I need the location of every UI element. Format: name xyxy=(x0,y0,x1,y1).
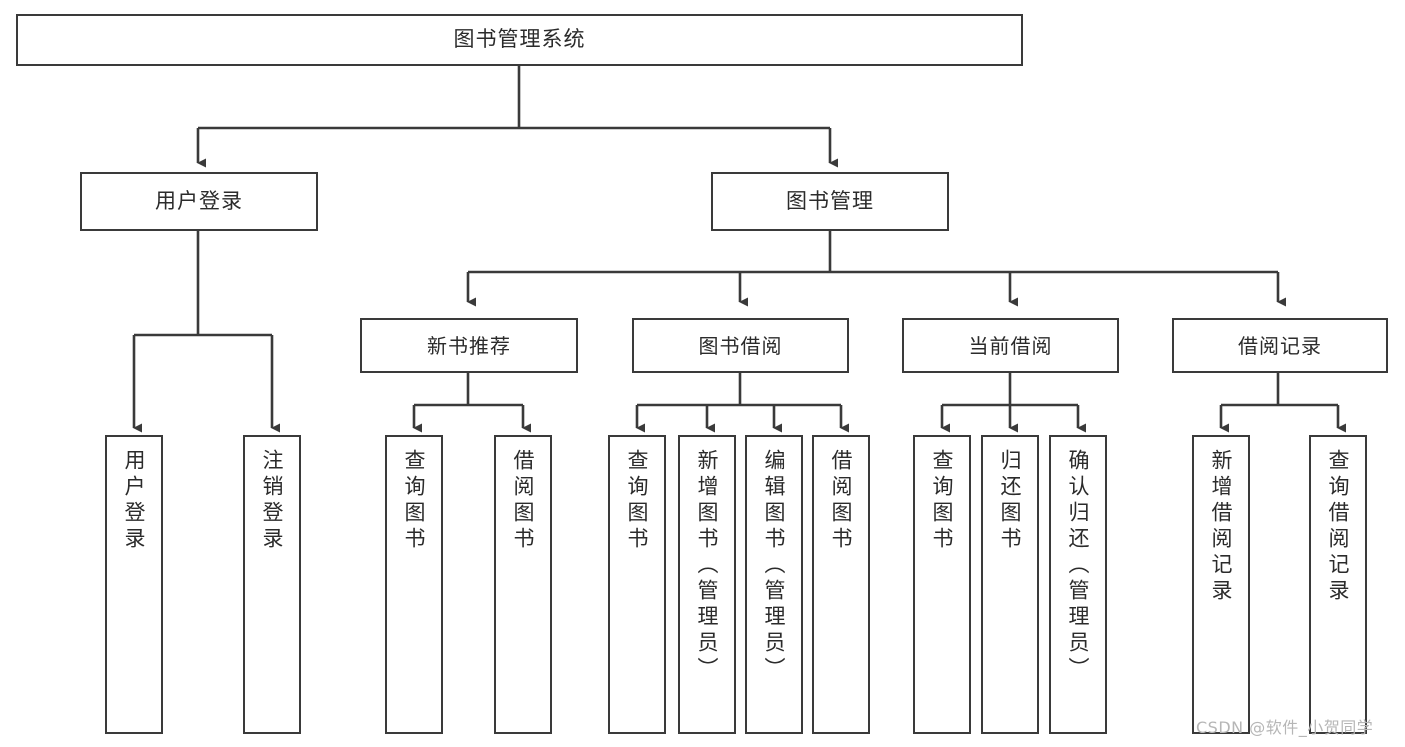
node-label: 查询借阅记录 xyxy=(1326,449,1351,605)
node-label: 借阅图书 xyxy=(511,449,536,553)
node-label: 借阅记录 xyxy=(1238,333,1322,358)
node-label: 图书管理系统 xyxy=(453,27,586,52)
leaf-return-book[interactable]: 归还图书 xyxy=(981,435,1039,734)
node-book-borrow[interactable]: 图书借阅 xyxy=(632,318,849,373)
leaf-borrow-book[interactable]: 借阅图书 xyxy=(812,435,870,734)
node-label: 新增借阅记录 xyxy=(1209,449,1234,605)
leaf-query-book-current[interactable]: 查询图书 xyxy=(913,435,971,734)
node-user-login[interactable]: 用户登录 xyxy=(80,172,318,231)
leaf-borrow-book-recommend[interactable]: 借阅图书 xyxy=(494,435,552,734)
node-label: 用户登录 xyxy=(122,449,147,553)
node-label: 用户登录 xyxy=(155,188,243,213)
leaf-add-borrow-record[interactable]: 新增借阅记录 xyxy=(1192,435,1250,734)
node-label: 注销登录 xyxy=(260,449,285,553)
leaf-confirm-return-admin[interactable]: 确认归还（管理员） xyxy=(1049,435,1107,734)
watermark-text: CSDN @软件_小贺同学 xyxy=(1196,718,1374,737)
node-new-book-recommend[interactable]: 新书推荐 xyxy=(360,318,578,373)
leaf-edit-book-admin[interactable]: 编辑图书（管理员） xyxy=(745,435,803,734)
node-label: 当前借阅 xyxy=(968,333,1053,358)
node-label: 新书推荐 xyxy=(427,333,511,358)
leaf-query-book-borrow[interactable]: 查询图书 xyxy=(608,435,666,734)
node-label: 确认归还（管理员） xyxy=(1066,449,1091,683)
leaf-logout[interactable]: 注销登录 xyxy=(243,435,301,734)
leaf-query-book-recommend[interactable]: 查询图书 xyxy=(385,435,443,734)
leaf-user-login[interactable]: 用户登录 xyxy=(105,435,163,734)
node-label: 编辑图书（管理员） xyxy=(762,449,787,683)
leaf-query-borrow-record[interactable]: 查询借阅记录 xyxy=(1309,435,1367,734)
leaf-add-book-admin[interactable]: 新增图书（管理员） xyxy=(678,435,736,734)
node-label: 借阅图书 xyxy=(829,449,854,553)
node-label: 查询图书 xyxy=(402,449,427,553)
node-label: 图书管理 xyxy=(786,188,874,213)
node-label: 新增图书（管理员） xyxy=(695,449,720,683)
node-label: 归还图书 xyxy=(998,449,1023,553)
node-label: 查询图书 xyxy=(930,449,955,553)
node-borrow-record[interactable]: 借阅记录 xyxy=(1172,318,1388,373)
node-book-management[interactable]: 图书管理 xyxy=(711,172,949,231)
node-label: 图书借阅 xyxy=(698,333,783,358)
node-current-borrow[interactable]: 当前借阅 xyxy=(902,318,1119,373)
node-label: 查询图书 xyxy=(625,449,650,553)
node-root-book-management-system[interactable]: 图书管理系统 xyxy=(16,14,1023,66)
